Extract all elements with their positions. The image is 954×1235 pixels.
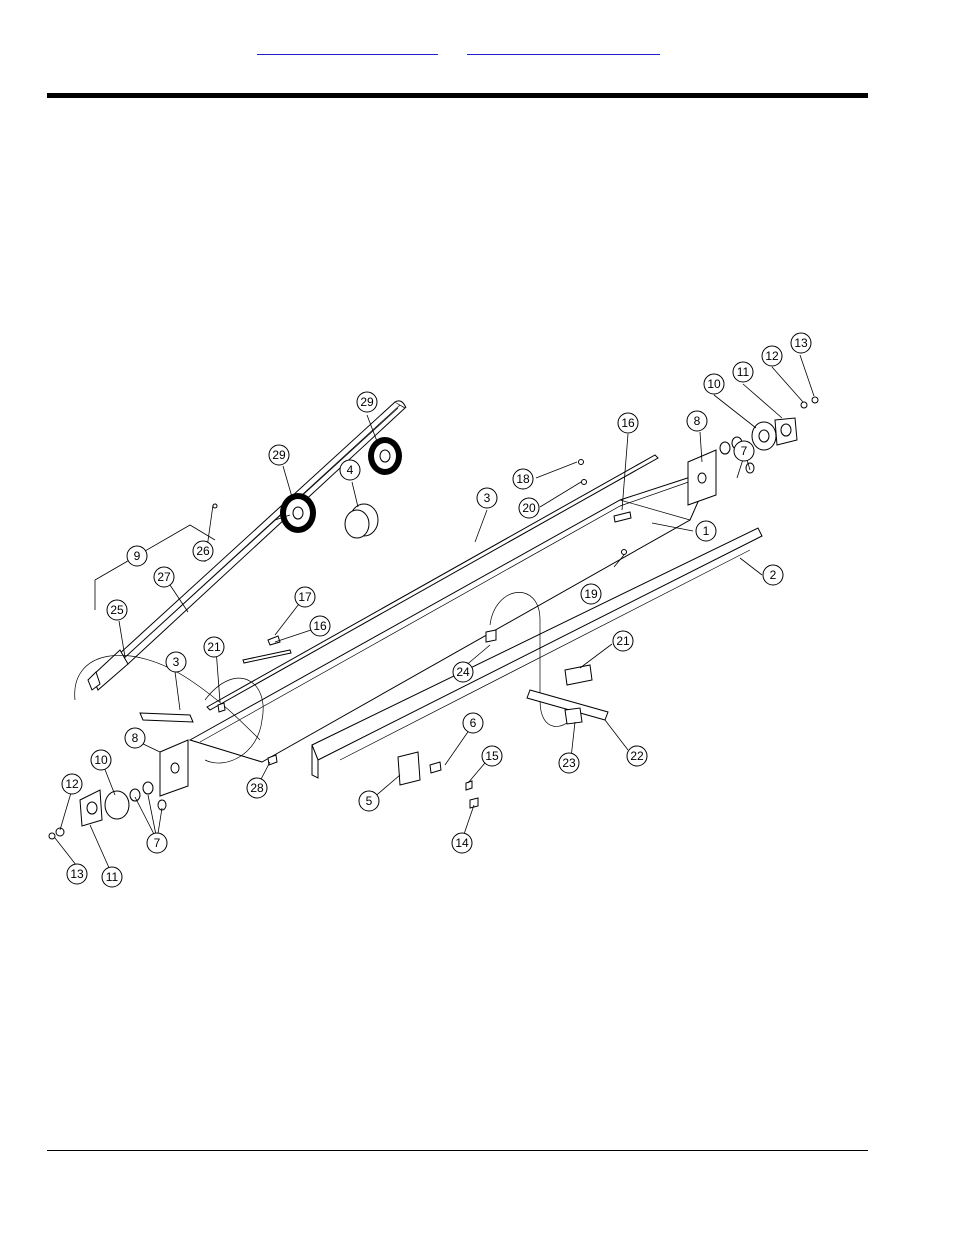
callout-23: 23 bbox=[558, 752, 580, 774]
callout-29: 29 bbox=[268, 444, 290, 466]
svg-text:4: 4 bbox=[347, 463, 354, 477]
collar-4 bbox=[344, 503, 379, 539]
callout-16: 16 bbox=[309, 615, 331, 637]
detail-circle bbox=[204, 678, 264, 764]
svg-text:29: 29 bbox=[360, 395, 374, 409]
callout-4: 4 bbox=[339, 459, 361, 481]
svg-text:19: 19 bbox=[584, 587, 598, 601]
svg-text:20: 20 bbox=[522, 501, 536, 515]
callout-3: 3 bbox=[476, 487, 498, 509]
callout-8: 8 bbox=[124, 727, 146, 749]
svg-text:3: 3 bbox=[173, 655, 180, 669]
callout-19: 19 bbox=[580, 583, 602, 605]
callout-7: 7 bbox=[733, 440, 755, 462]
callout-12: 12 bbox=[61, 773, 83, 795]
svg-text:18: 18 bbox=[516, 472, 530, 486]
svg-text:29: 29 bbox=[272, 448, 286, 462]
callout-17: 17 bbox=[294, 586, 316, 608]
callout-2: 2 bbox=[762, 564, 784, 586]
callout-11: 11 bbox=[101, 866, 123, 888]
callout-6: 6 bbox=[462, 712, 484, 734]
svg-text:12: 12 bbox=[65, 777, 79, 791]
callout-14: 14 bbox=[451, 832, 473, 854]
callout-7: 7 bbox=[146, 832, 168, 854]
svg-text:25: 25 bbox=[110, 603, 124, 617]
svg-text:3: 3 bbox=[484, 491, 491, 505]
callout-1: 1 bbox=[695, 520, 717, 542]
callout-10: 10 bbox=[703, 373, 725, 395]
callout-9: 9 bbox=[126, 545, 148, 567]
svg-text:7: 7 bbox=[154, 836, 161, 850]
bottom-channel bbox=[311, 527, 763, 779]
exploded-parts-diagram: 29 29 4 3 16 8 10 11 12 13 18 20 1 7 2 1… bbox=[48, 332, 819, 888]
svg-text:16: 16 bbox=[313, 619, 327, 633]
callout-28: 28 bbox=[246, 777, 268, 799]
washer-29-right bbox=[368, 437, 402, 475]
washer-29-left bbox=[274, 493, 316, 533]
callout-15: 15 bbox=[481, 745, 503, 767]
svg-text:21: 21 bbox=[207, 640, 221, 654]
trough-frame bbox=[188, 469, 713, 763]
hanger-5 bbox=[397, 751, 479, 809]
left-end-assembly bbox=[48, 739, 189, 840]
callout-18: 18 bbox=[512, 468, 534, 490]
svg-text:1: 1 bbox=[703, 524, 710, 538]
svg-text:14: 14 bbox=[455, 836, 469, 850]
callout-21: 21 bbox=[612, 630, 634, 652]
header-rule bbox=[47, 93, 868, 98]
callout-26: 26 bbox=[192, 540, 214, 562]
svg-text:6: 6 bbox=[470, 716, 477, 730]
svg-text:26: 26 bbox=[196, 544, 210, 558]
svg-text:27: 27 bbox=[157, 570, 171, 584]
svg-text:16: 16 bbox=[621, 416, 635, 430]
callout-13: 13 bbox=[790, 332, 812, 354]
svg-text:28: 28 bbox=[250, 781, 264, 795]
svg-text:10: 10 bbox=[94, 753, 108, 767]
svg-text:7: 7 bbox=[741, 444, 748, 458]
svg-text:2: 2 bbox=[770, 568, 777, 582]
callout-10: 10 bbox=[90, 749, 112, 771]
svg-text:5: 5 bbox=[366, 794, 373, 808]
svg-text:12: 12 bbox=[765, 349, 779, 363]
callout-16: 16 bbox=[617, 412, 639, 434]
svg-text:8: 8 bbox=[694, 414, 701, 428]
callout-3: 3 bbox=[165, 651, 187, 673]
nav-link-left[interactable] bbox=[257, 40, 438, 55]
callout-22: 22 bbox=[626, 745, 648, 767]
callout-12: 12 bbox=[761, 345, 783, 367]
callout-29: 29 bbox=[356, 391, 378, 413]
svg-text:11: 11 bbox=[737, 365, 750, 379]
auger-tube bbox=[87, 400, 407, 691]
svg-text:22: 22 bbox=[630, 749, 644, 763]
svg-text:15: 15 bbox=[485, 749, 499, 763]
svg-text:21: 21 bbox=[616, 634, 630, 648]
leader-lines bbox=[54, 354, 815, 871]
callout-5: 5 bbox=[358, 790, 380, 812]
nav-link-right[interactable] bbox=[467, 40, 660, 55]
bracket-22 bbox=[526, 664, 609, 725]
right-end-assembly bbox=[687, 396, 819, 506]
footer-rule bbox=[47, 1150, 868, 1151]
svg-text:24: 24 bbox=[456, 665, 470, 679]
callout-21: 21 bbox=[203, 636, 225, 658]
svg-text:9: 9 bbox=[134, 549, 141, 563]
callout-24: 24 bbox=[452, 661, 474, 683]
callout-13: 13 bbox=[66, 863, 88, 885]
callout-8: 8 bbox=[686, 410, 708, 432]
svg-text:10: 10 bbox=[707, 377, 721, 391]
svg-text:8: 8 bbox=[132, 731, 139, 745]
fasteners bbox=[212, 459, 632, 766]
bar-3 bbox=[139, 454, 659, 723]
svg-text:13: 13 bbox=[794, 336, 808, 350]
svg-text:17: 17 bbox=[298, 590, 312, 604]
svg-text:23: 23 bbox=[562, 756, 576, 770]
svg-text:11: 11 bbox=[106, 870, 119, 884]
callout-27: 27 bbox=[153, 566, 175, 588]
callout-20: 20 bbox=[518, 497, 540, 519]
callout-25: 25 bbox=[106, 599, 128, 621]
callout-11: 11 bbox=[732, 361, 754, 383]
svg-text:13: 13 bbox=[70, 867, 84, 881]
